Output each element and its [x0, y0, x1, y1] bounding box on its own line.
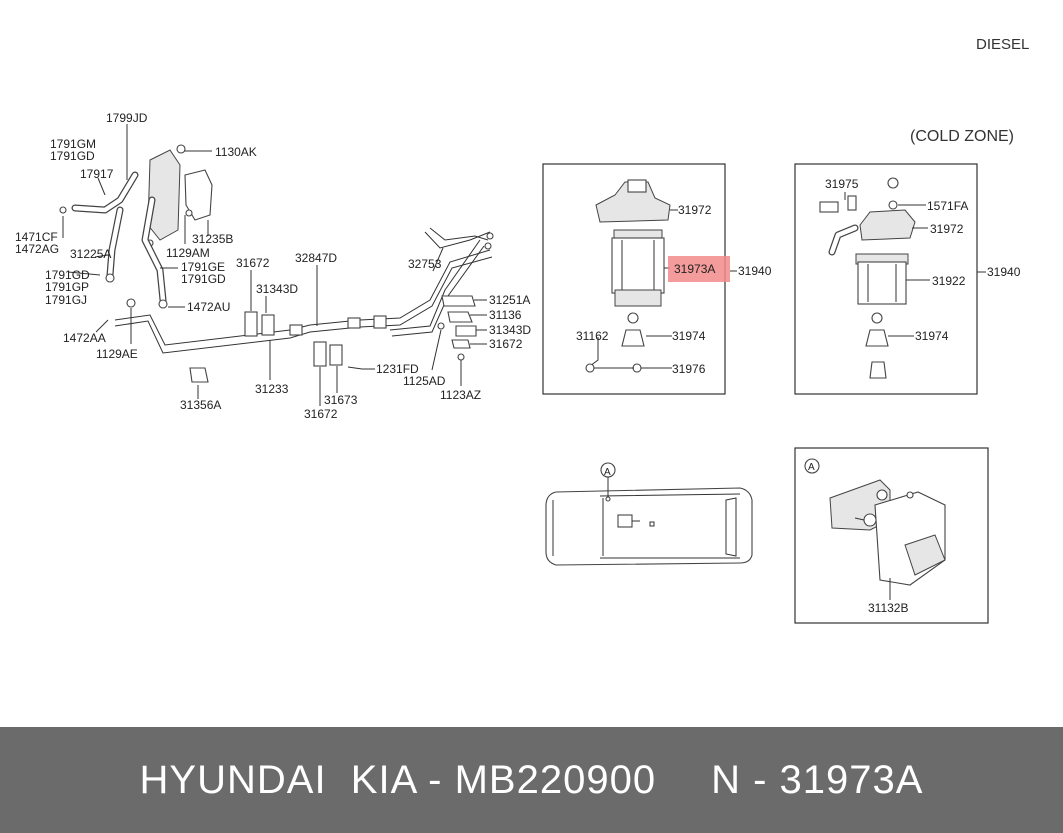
label-1472aa: 1472AA [63, 331, 106, 345]
label-1799jd: 1799JD [106, 111, 148, 125]
label-31673: 31673 [324, 393, 358, 407]
label-31672-c: 31672 [489, 337, 523, 351]
fuel-line-assembly [59, 124, 494, 406]
label-1571fa: 1571FA [927, 199, 968, 213]
label-31356a: 31356A [180, 398, 221, 412]
label-1471cf: 1471CF [15, 230, 58, 244]
label-31973a: 31973A [674, 262, 715, 276]
label-1472ag: 1472AG [15, 242, 59, 256]
label-32847d: 32847D [295, 251, 337, 265]
label-1791gd-c: 1791GD [181, 272, 226, 286]
zone-label: (COLD ZONE) [910, 128, 1014, 145]
label-31974: 31974 [672, 329, 706, 343]
label-1791gp: 1791GP [45, 280, 89, 294]
label-31136: 31136 [489, 308, 522, 322]
label-32753: 32753 [408, 257, 442, 271]
label-1231fd: 1231FD [376, 362, 419, 376]
label-31233: 31233 [255, 382, 289, 396]
label-31235b: 31235B [192, 232, 233, 246]
vehicle-top-view [545, 462, 753, 566]
label-31976: 31976 [672, 362, 706, 376]
bracket-detail-box [794, 447, 989, 624]
label-1123az: 1123AZ [440, 388, 481, 402]
label-31672: 31672 [236, 256, 270, 270]
footer-part-number: N - 31973A [711, 757, 924, 802]
label-1129am: 1129AM [166, 246, 210, 260]
label-1791gj: 1791GJ [45, 293, 87, 307]
label-31972: 31972 [678, 203, 712, 217]
label-a-car: A [604, 467, 611, 478]
label-31940: 31940 [738, 264, 772, 278]
label-1130ak: 1130AK [215, 145, 257, 159]
label-31940-b: 31940 [987, 265, 1021, 279]
fuel-filter-box-standard [542, 163, 737, 395]
label-31974-b: 31974 [915, 329, 949, 343]
label-1791gd-b: 1791GD [45, 268, 90, 282]
label-a-box: A [808, 462, 815, 473]
engine-label: DIESEL [976, 36, 1029, 53]
footer-bar: HYUNDAI KIA - MB220900 N - 31973A [0, 727, 1063, 833]
label-1125ad: 1125AD [403, 374, 446, 388]
label-1791ge: 1791GE [181, 260, 225, 274]
label-31672-b: 31672 [304, 407, 338, 421]
label-1791gm: 1791GM [50, 137, 96, 151]
parts-diagram: 1799JD 1791GM 1791GD 17917 1130AK 1471CF… [15, 36, 1029, 624]
left-labels: 1799JD 1791GM 1791GD 17917 1130AK 1471CF… [15, 111, 531, 421]
label-31225a: 31225A [70, 247, 111, 261]
label-31343d: 31343D [256, 282, 298, 296]
label-1791gd: 1791GD [50, 149, 95, 163]
label-31162: 31162 [576, 329, 609, 343]
label-31251a: 31251A [489, 293, 530, 307]
label-17917: 17917 [80, 167, 114, 181]
label-31132b: 31132B [868, 601, 908, 615]
label-31975: 31975 [825, 177, 859, 191]
label-31343d-b: 31343D [489, 323, 531, 337]
label-31922: 31922 [932, 274, 966, 288]
label-1472au: 1472AU [187, 300, 230, 314]
label-1129ae: 1129AE [96, 347, 138, 361]
highlight-31973a [668, 256, 730, 282]
label-31972-b: 31972 [930, 222, 964, 236]
fuel-filter-box-cold-zone [794, 163, 986, 395]
footer-brand: HYUNDAI KIA - MB220900 [139, 757, 657, 802]
